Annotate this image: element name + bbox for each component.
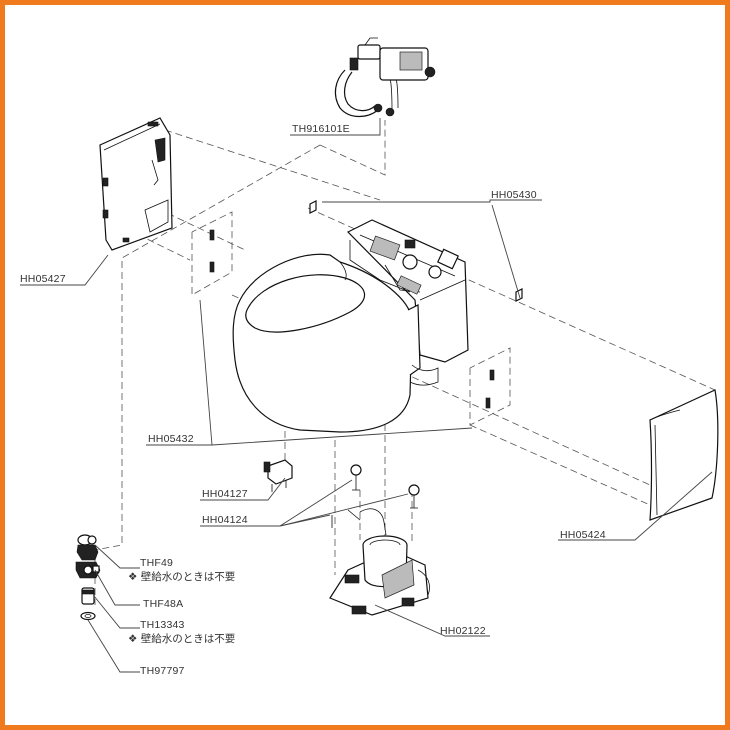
label-th97797: TH97797 (140, 665, 185, 677)
part-hh05432-brackets (209, 229, 495, 409)
part-labels: TH916101E HH05430 HH05427 HH05432 HH0412… (20, 123, 606, 677)
label-hh02122: HH02122 (440, 625, 486, 637)
label-hh05432: HH05432 (148, 433, 194, 445)
main-toilet-body (232, 219, 469, 433)
label-hh05430: HH05430 (491, 189, 537, 201)
label-hh05424: HH05424 (560, 529, 606, 541)
part-hh04127-bracket (263, 459, 293, 492)
exploded-parts-diagram: TH916101E HH05430 HH05427 HH05432 HH0412… (20, 37, 719, 677)
part-hh02122-flange (329, 508, 430, 616)
label-th13343: TH13343 (140, 619, 185, 631)
part-thf48a (75, 561, 101, 579)
note-wall-supply-2: ❖ 壁給水のときは不要 (128, 632, 235, 645)
part-thf49 (76, 534, 99, 561)
note-wall-supply-1: ❖ 壁給水のときは不要 (128, 570, 235, 583)
part-hh04124-bolts (331, 464, 420, 528)
label-thf48a: THF48A (143, 598, 183, 610)
leader-lines (20, 118, 713, 673)
part-hh05430-clips (309, 200, 523, 302)
label-hh04127: HH04127 (202, 488, 248, 500)
label-thf49: THF49 (140, 557, 173, 569)
part-th97797 (80, 611, 96, 621)
label-hh05427: HH05427 (20, 273, 66, 285)
part-th13343 (81, 587, 95, 605)
part-hh05427-side-panel (99, 117, 173, 251)
label-hh04124: HH04124 (202, 514, 248, 526)
part-hh05424-side-panel (649, 389, 719, 521)
label-th916101e: TH916101E (292, 123, 350, 135)
part-th916101e-hose-assembly (334, 37, 436, 118)
